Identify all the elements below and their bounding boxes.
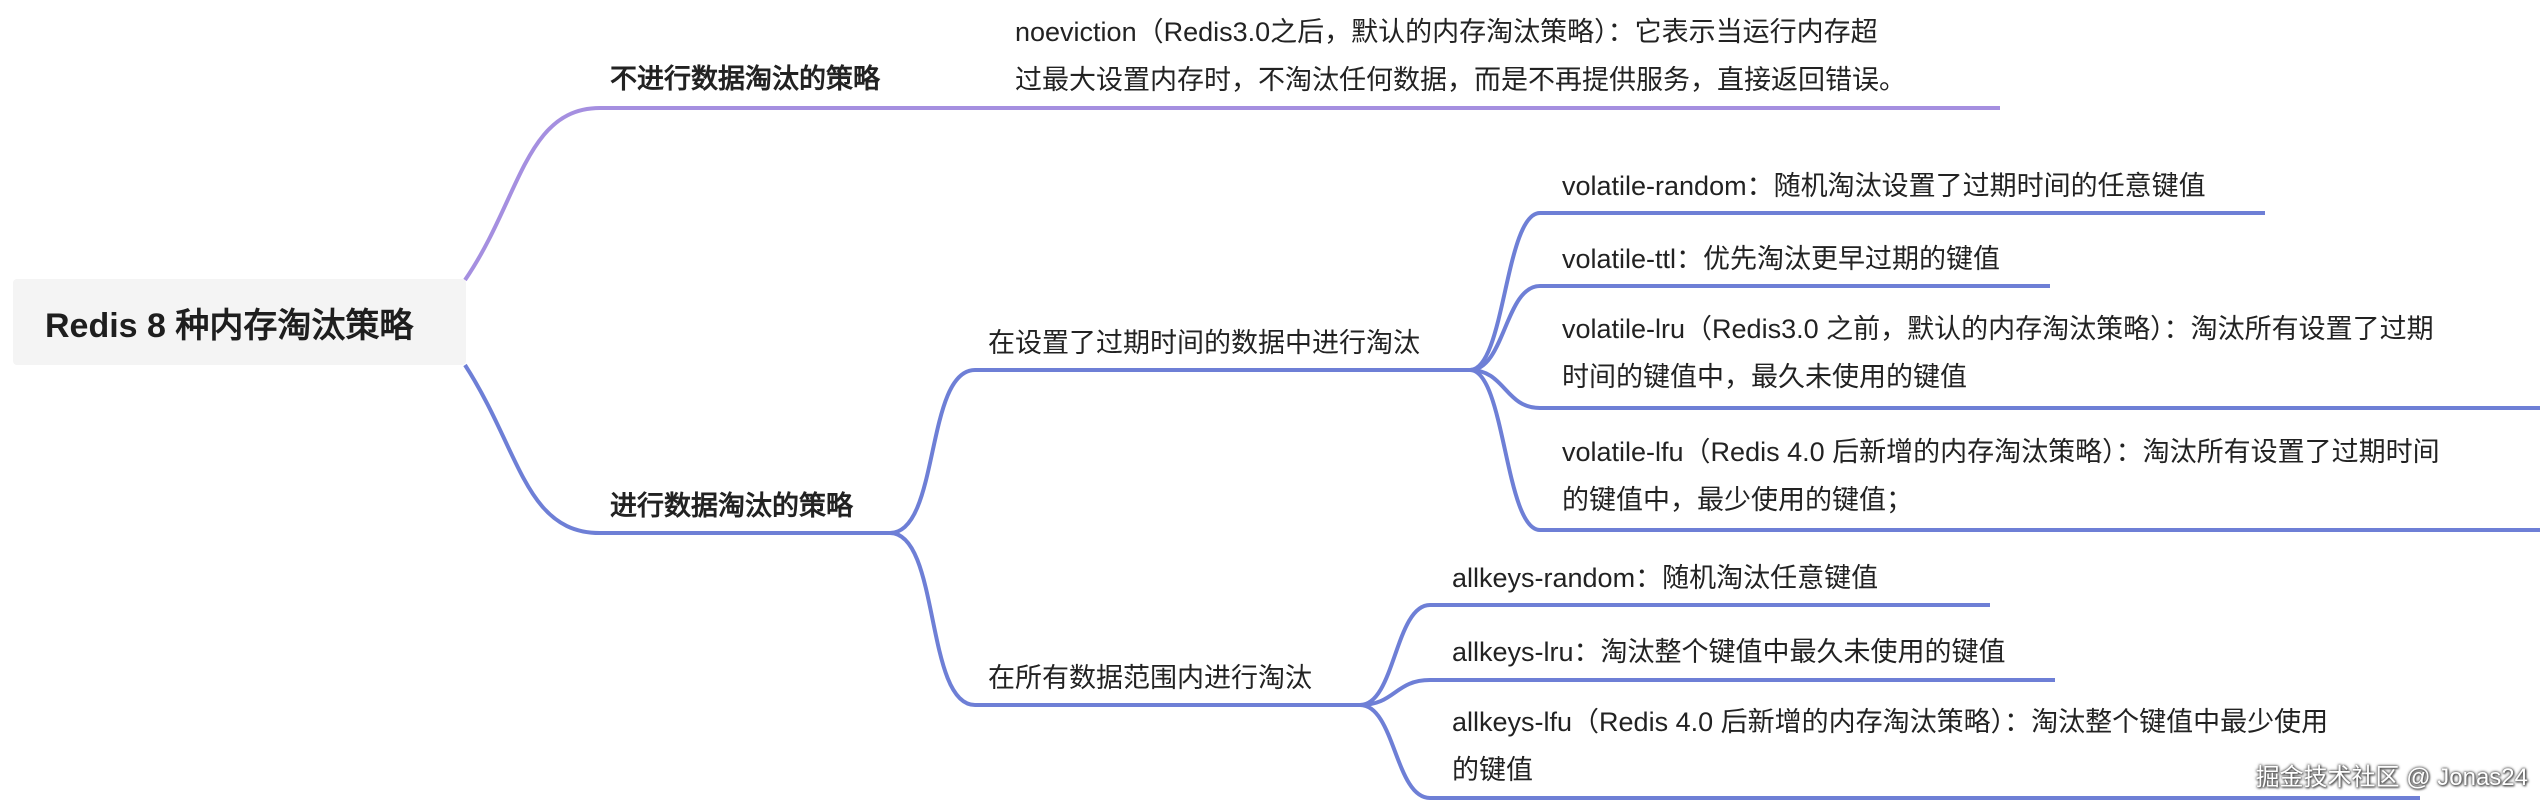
leaf-allkeys-lfu-line1: allkeys-lfu（Redis 4.0 后新增的内存淘汰策略）：淘汰整个键值… [1452,707,2329,737]
leaf-volatile-lfu-line2: 的键值中，最少使用的键值； [1562,485,1913,515]
leaf-allkeys-lfu-line2: 的键值 [1452,755,1533,785]
leaf-allkeys-lru[interactable]: allkeys-lru：淘汰整个键值中最久未使用的键值 [1452,637,2006,667]
connector-volatile-lru [1469,368,2540,410]
connector-root-no-eviction [463,106,2000,282]
connector-root-eviction [463,363,890,535]
leaf-volatile-lru[interactable]: volatile-lru（Redis3.0 之前，默认的内存淘汰策略）：淘汰所有… [1562,305,2537,401]
branch-eviction-label[interactable]: 进行数据淘汰的策略 [610,491,853,521]
leaf-volatile-lru-line2: 时间的键值中，最久未使用的键值 [1562,362,1967,392]
connector-allkeys-lru [1359,678,2055,707]
leaf-volatile-lru-line1: volatile-lru（Redis3.0 之前，默认的内存淘汰策略）：淘汰所有… [1562,314,2434,344]
leaf-volatile-lfu[interactable]: volatile-lfu（Redis 4.0 后新增的内存淘汰策略）：淘汰所有设… [1562,428,2537,524]
leaf-noeviction[interactable]: noeviction（Redis3.0之后，默认的内存淘汰策略）：它表示当运行内… [1015,8,2035,104]
connector-volatile-random [1469,211,2265,372]
connector-volatile-ttl [1469,284,2050,372]
connector-eviction-group-all [889,531,1360,707]
leaf-allkeys-lfu[interactable]: allkeys-lfu（Redis 4.0 后新增的内存淘汰策略）：淘汰整个键值… [1452,698,2412,794]
connector-eviction-group-expiring [889,368,1470,535]
branch-no-eviction-label[interactable]: 不进行数据淘汰的策略 [610,64,880,94]
leaf-noeviction-line1: noeviction（Redis3.0之后，默认的内存淘汰策略）：它表示当运行内… [1015,17,1878,47]
connector-allkeys-lfu [1359,703,2420,800]
root-node-label: Redis 8 种内存淘汰策略 [45,306,414,345]
group-expiring-label[interactable]: 在设置了过期时间的数据中进行淘汰 [988,328,1420,358]
connector-volatile-lfu [1469,368,2540,532]
root-node[interactable]: Redis 8 种内存淘汰策略 [13,279,466,365]
connector-allkeys-random [1359,603,1990,707]
leaf-volatile-random[interactable]: volatile-random：随机淘汰设置了过期时间的任意键值 [1562,171,2206,201]
leaf-allkeys-random[interactable]: allkeys-random：随机淘汰任意键值 [1452,563,1879,593]
leaf-noeviction-line2: 过最大设置内存时，不淘汰任何数据，而是不再提供服务，直接返回错误。 [1015,65,1906,95]
leaf-volatile-lfu-line1: volatile-lfu（Redis 4.0 后新增的内存淘汰策略）：淘汰所有设… [1562,437,2440,467]
group-all-keys-label[interactable]: 在所有数据范围内进行淘汰 [988,663,1312,693]
leaf-volatile-ttl[interactable]: volatile-ttl：优先淘汰更早过期的键值 [1562,244,2001,274]
watermark: 掘金技术社区 @ Jonas24 [2255,764,2528,791]
